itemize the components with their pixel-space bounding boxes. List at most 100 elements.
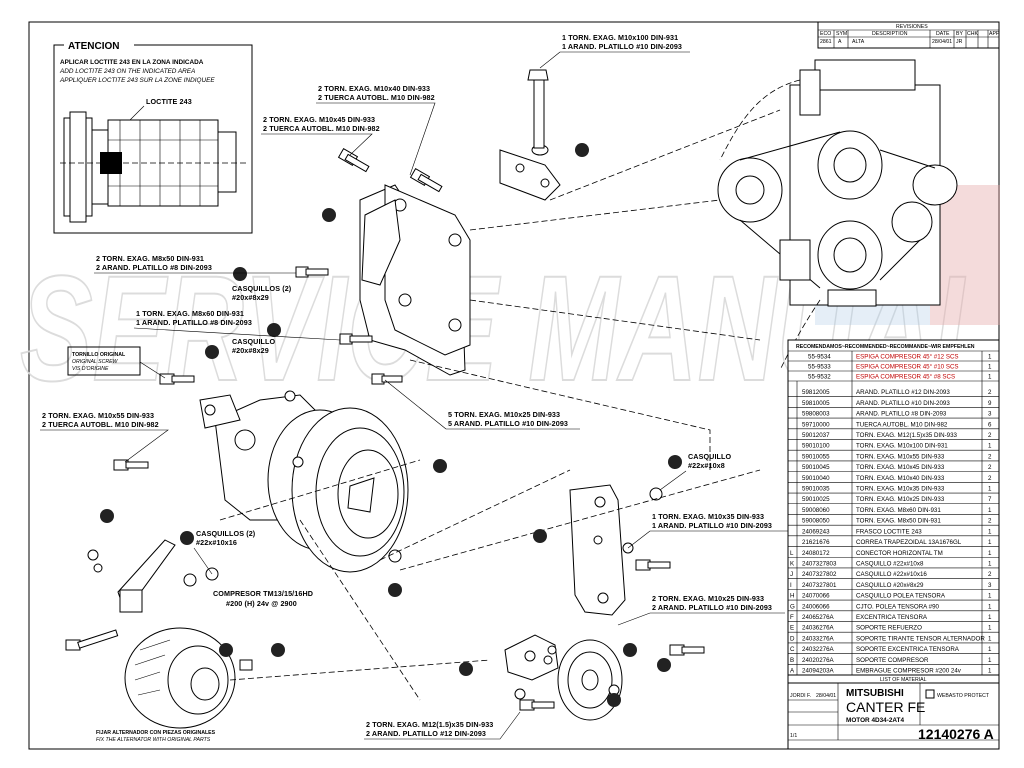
callout-c12: COMPRESOR TM13/15/16HD #200 (H) 24v @ 29… bbox=[213, 589, 313, 608]
bom-code: 55-9532 bbox=[808, 374, 831, 381]
alternator bbox=[124, 627, 236, 729]
callout-c2: 2 TORN. EXAG. M10x40 DIN-933 2 TUERCA AU… bbox=[316, 84, 436, 176]
bom-qty: 2 bbox=[988, 475, 992, 482]
bom-desc: ESPIGA COMPRESOR 45° #12 SCS bbox=[856, 354, 959, 361]
bom-sym: I bbox=[790, 582, 792, 589]
bom-code: 24020276A bbox=[802, 657, 835, 664]
bom-qty: 3 bbox=[988, 582, 992, 589]
svg-text:FIX THE ALTERNATOR WITH ORIGIN: FIX THE ALTERNATOR WITH ORIGINAL PARTS bbox=[96, 737, 211, 743]
bom-desc: TORN. EXAG. M10x55 DIN-933 bbox=[856, 453, 945, 460]
svg-text:2 TUERCA AUTOBL. M10 DIN-982: 2 TUERCA AUTOBL. M10 DIN-982 bbox=[318, 93, 435, 102]
bom-qty: 1 bbox=[988, 657, 992, 664]
svg-text:#20x#8x29: #20x#8x29 bbox=[232, 346, 269, 355]
svg-text:LIST OF MATERIAL: LIST OF MATERIAL bbox=[880, 677, 927, 683]
svg-text:CASQUILLOS (2): CASQUILLOS (2) bbox=[196, 529, 256, 538]
bom-qty: 1 bbox=[988, 593, 992, 600]
callout-c15: 2 TORN. EXAG. M12(1.5)x35 DIN-933 2 ARAN… bbox=[364, 711, 521, 740]
compressor-clutch bbox=[199, 390, 409, 573]
bom-sym: K bbox=[790, 560, 795, 567]
svg-text:2 TORN. EXAG. M10x25 DIN-933: 2 TORN. EXAG. M10x25 DIN-933 bbox=[652, 594, 764, 603]
bom-desc: EXCENTRICA TENSORA bbox=[856, 614, 928, 621]
callout-c5: 1 TORN. EXAG. M8x60 DIN-931 1 ARAND. PLA… bbox=[133, 309, 341, 355]
bom-code: 24033276A bbox=[802, 635, 835, 642]
bom-qty: 2 bbox=[988, 453, 992, 460]
drawn-by: JORDI F. bbox=[790, 693, 811, 699]
svg-text:5 TORN. EXAG. M10x25 DIN-933: 5 TORN. EXAG. M10x25 DIN-933 bbox=[448, 410, 560, 419]
bom-desc: TORN. EXAG. M10x45 DIN-933 bbox=[856, 464, 945, 471]
svg-text:ECO: ECO bbox=[820, 31, 831, 37]
assembly-leaders bbox=[219, 109, 781, 701]
svg-text:2 ARAND. PLATILLO #12 DIN-2093: 2 ARAND. PLATILLO #12 DIN-2093 bbox=[366, 729, 486, 738]
callout-c8: 2 TORN. EXAG. M10x55 DIN-933 2 TUERCA AU… bbox=[40, 411, 169, 463]
bom-sym: A bbox=[790, 668, 795, 675]
tensioner-pulley bbox=[504, 634, 623, 721]
revision-block: REVISIONES ECO SYM DESCRIPTION DATE BY C… bbox=[817, 21, 1000, 49]
svg-text:28/04/01: 28/04/01 bbox=[932, 39, 952, 45]
bom-desc: ARAND. PLATILLO #10 DIN-2093 bbox=[856, 400, 950, 407]
bom-desc: TORN. EXAG. M10x100 DIN-931 bbox=[856, 443, 948, 450]
svg-text:TORNILLO ORIGINAL: TORNILLO ORIGINAL bbox=[72, 352, 126, 358]
svg-text:#22x#10x16: #22x#10x16 bbox=[196, 538, 237, 547]
bom-code: 59710000 bbox=[802, 421, 830, 428]
bom-code: 2407327803 bbox=[802, 560, 837, 567]
bom-sym: J bbox=[790, 571, 793, 578]
bom-desc: TORN. EXAG. M10x35 DIN-933 bbox=[856, 486, 945, 493]
svg-text:DATE: DATE bbox=[936, 31, 950, 37]
atencion-title: ATENCION bbox=[68, 41, 119, 52]
bom-code: 24080172 bbox=[802, 550, 830, 557]
bom-qty: 1 bbox=[988, 364, 992, 371]
bom-code: 21621676 bbox=[802, 539, 830, 546]
bom-code: 2407327802 bbox=[802, 571, 837, 578]
bom-code: 2407327801 bbox=[802, 582, 837, 589]
bom-table: RECOMENDAMOS~RECOMMENDED~RECOMMANDE~WIR … bbox=[787, 339, 1000, 676]
svg-text:2 ARAND. PLATILLO #10 DIN-2093: 2 ARAND. PLATILLO #10 DIN-2093 bbox=[652, 603, 772, 612]
svg-text:2 TUERCA AUTOBL. M10 DIN-982: 2 TUERCA AUTOBL. M10 DIN-982 bbox=[42, 420, 159, 429]
bom-desc: ARAND. PLATILLO #8 DIN-2093 bbox=[856, 411, 947, 418]
bom-qty: 1 bbox=[988, 354, 992, 361]
atencion-box: ATENCION APLICAR LOCTITE 243 EN LA ZONA … bbox=[53, 38, 253, 234]
callout-c10: CASQUILLOS (2) #22x#10x16 bbox=[193, 529, 256, 575]
svg-text:APP: APP bbox=[989, 31, 1000, 37]
bom-desc: SOPORTE TIRANTE TENSOR ALTERNADOR bbox=[856, 635, 985, 642]
bom-qty: 1 bbox=[988, 443, 992, 450]
bom-qty: 6 bbox=[988, 421, 992, 428]
svg-text:FIJAR ALTERNADOR CON PIEZAS OR: FIJAR ALTERNADOR CON PIEZAS ORIGINALES bbox=[96, 730, 216, 736]
svg-text:1 TORN. EXAG. M8x60 DIN-931: 1 TORN. EXAG. M8x60 DIN-931 bbox=[136, 309, 244, 318]
svg-text:2 TORN. EXAG. M10x45 DIN-933: 2 TORN. EXAG. M10x45 DIN-933 bbox=[263, 115, 375, 124]
bom-sym: D bbox=[790, 635, 795, 642]
bom-sym: H bbox=[790, 593, 794, 600]
bom-desc: SOPORTE COMPRESOR bbox=[856, 657, 929, 664]
svg-text:2 TORN. EXAG. M8x50 DIN-931: 2 TORN. EXAG. M8x50 DIN-931 bbox=[96, 254, 204, 263]
bom-sym: E bbox=[790, 625, 794, 632]
svg-text:1 ARAND. PLATILLO #10 DIN-2093: 1 ARAND. PLATILLO #10 DIN-2093 bbox=[652, 521, 772, 530]
top-plate bbox=[499, 69, 561, 201]
svg-text:BY: BY bbox=[956, 31, 963, 37]
bom-qty: 1 bbox=[988, 507, 992, 514]
svg-text:CASQUILLOS (2): CASQUILLOS (2) bbox=[232, 284, 292, 293]
bom-desc: SOPORTE REFUERZO bbox=[856, 625, 922, 632]
bom-qty: 1 bbox=[988, 560, 992, 567]
bom-code: 59010100 bbox=[802, 443, 830, 450]
bom-desc: TORN. EXAG. M10x40 DIN-933 bbox=[856, 475, 945, 482]
svg-text:2 ARAND. PLATILLO #8 DIN-2093: 2 ARAND. PLATILLO #8 DIN-2093 bbox=[96, 263, 212, 272]
bom-desc: TORN. EXAG. M8x50 DIN-931 bbox=[856, 518, 941, 525]
bom-desc: CONECTOR HORIZONTAL TM bbox=[856, 550, 943, 557]
clutch-detail-sketch bbox=[60, 111, 246, 223]
callout-c7: 5 TORN. EXAG. M10x25 DIN-933 5 ARAND. PL… bbox=[384, 379, 580, 430]
bom-desc: CASQUILLO POLEA TENSORA bbox=[856, 593, 946, 600]
bom-code: 59808003 bbox=[802, 411, 830, 418]
bom-desc: SOPORTE EXCENTRICA TENSORA bbox=[856, 646, 960, 653]
bom-header: RECOMENDAMOS~RECOMMENDED~RECOMMANDE~WIR … bbox=[796, 344, 975, 350]
svg-text:1 ARAND. PLATILLO #8 DIN-2093: 1 ARAND. PLATILLO #8 DIN-2093 bbox=[136, 318, 252, 327]
